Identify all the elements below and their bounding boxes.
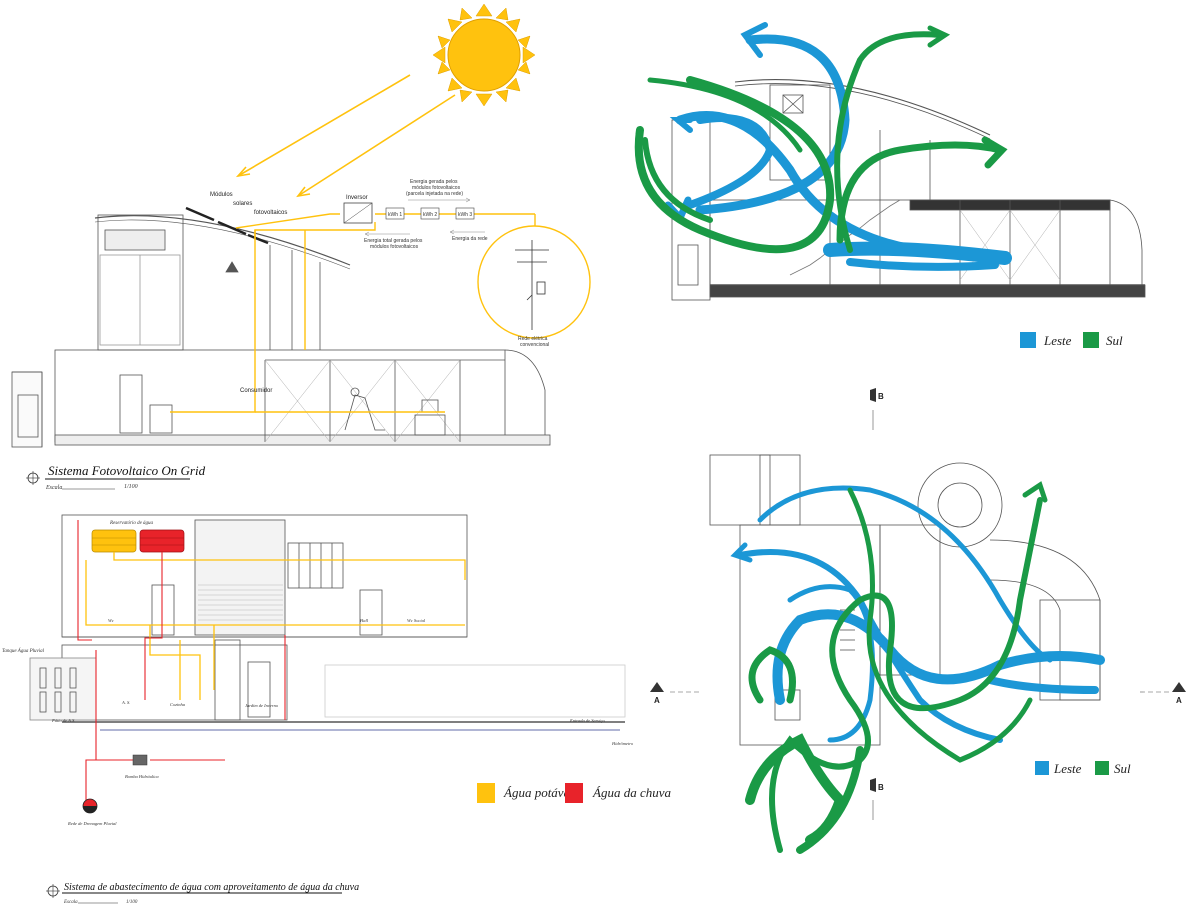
label-energy-injected-3: (parcela injetada na rede) bbox=[406, 191, 463, 197]
water-section: Reservatório de água Tanque Água Pluvial… bbox=[2, 514, 671, 905]
label-energy-injected-2: módulos fotovoltaicos bbox=[412, 185, 461, 191]
solar-house-section bbox=[11, 214, 551, 448]
water-house-section bbox=[29, 514, 626, 723]
label-entry: Entrada de Serviço bbox=[569, 718, 605, 723]
section-cut-b-marker: B bbox=[870, 388, 884, 430]
label-reservoir: Reservatório de água bbox=[109, 521, 154, 526]
ventilation-plan: A A B bbox=[650, 454, 1186, 854]
potable-water-tank-icon bbox=[91, 529, 137, 553]
label-kwh1: kWh 1 bbox=[388, 212, 402, 218]
label-hall: Hall bbox=[359, 618, 369, 623]
legend-rain-label: Água da chuva bbox=[592, 785, 671, 800]
solar-wiring bbox=[170, 213, 536, 413]
ventilation-section-legend: Leste Sul bbox=[1020, 332, 1123, 348]
plan-legend-east-label: Leste bbox=[1053, 761, 1082, 776]
label-kwh2: kWh 2 bbox=[423, 212, 437, 218]
sun-ray-lines bbox=[235, 74, 456, 198]
label-as: A. S. bbox=[121, 700, 130, 705]
solar-scale-value: 1/100 bbox=[124, 484, 138, 490]
label-drain: Rede de Drenagem Pluvial bbox=[67, 821, 117, 826]
south-wind-flow-lines bbox=[634, 25, 1008, 254]
solar-panel-icon bbox=[185, 206, 269, 245]
label-energy-total-1: Energia total gerada pelos bbox=[364, 238, 423, 244]
legend-south-swatch bbox=[1083, 332, 1099, 348]
label-modules-3: fotovoltaicos bbox=[254, 210, 287, 216]
solar-scale-label: Escala bbox=[45, 485, 62, 491]
legend-east-swatch bbox=[1020, 332, 1036, 348]
label-grid-2: convencional bbox=[520, 342, 549, 348]
label-kwh3: kWh 3 bbox=[458, 212, 472, 218]
water-title: Sistema de abastecimento de água com apr… bbox=[64, 882, 359, 893]
label-wc-social: Wc Social bbox=[407, 618, 426, 623]
label-inverter: Inversor bbox=[346, 195, 368, 201]
solar-section: Módulos solares fotovoltaicos Inversor k… bbox=[11, 3, 591, 491]
label-hydrometer: Hidrômetro bbox=[611, 741, 634, 746]
label-cozinha: Cozinha bbox=[170, 702, 186, 707]
drain-icon bbox=[82, 798, 98, 814]
water-title-block: Sistema de abastecimento de água com apr… bbox=[46, 882, 359, 905]
label-consumer: Consumidor bbox=[240, 388, 272, 394]
label-patio: Pátio de A.S. bbox=[51, 718, 75, 723]
label-wc: Wc bbox=[108, 618, 114, 623]
section-cut-a-label-left: A bbox=[654, 696, 660, 705]
grid-connection-detail bbox=[477, 225, 591, 339]
solar-title: Sistema Fotovoltaico On Grid bbox=[48, 463, 206, 478]
section-cut-a-label-right: A bbox=[1176, 696, 1182, 705]
legend-potable-label: Água potável bbox=[503, 785, 573, 800]
ventilation-plan-legend: Leste Sul bbox=[1035, 761, 1131, 776]
section-cut-a-markers: A A bbox=[650, 682, 1186, 705]
water-legend: Água potável Água da chuva bbox=[477, 783, 671, 803]
legend-potable-swatch bbox=[477, 783, 495, 803]
south-wind-plan-flow-lines bbox=[745, 481, 1048, 854]
pump-icon bbox=[132, 754, 148, 766]
section-cut-b-plan-marker: B bbox=[870, 778, 884, 820]
label-energy-injected-1: Energia gerada pelos bbox=[410, 179, 458, 185]
water-scale-value: 1/100 bbox=[126, 900, 138, 905]
section-cut-b-label: B bbox=[878, 392, 884, 401]
plan-legend-south-swatch bbox=[1095, 761, 1109, 775]
label-jardim: Jardim de Inverno bbox=[245, 703, 279, 708]
ventilation-section: B Leste Sul bbox=[634, 22, 1146, 430]
water-scale-label: Escala bbox=[63, 900, 78, 905]
label-energy-grid: Energia da rede bbox=[452, 236, 488, 242]
label-pump: Bomba Hidráulica bbox=[125, 774, 159, 779]
label-modules-2: solares bbox=[233, 201, 252, 207]
plan-legend-south-label: Sul bbox=[1114, 761, 1131, 776]
label-grid-1: Rede elétrica bbox=[518, 336, 548, 342]
label-rain-tank: Tanque Água Pluvial bbox=[2, 648, 45, 654]
solar-title-block: Sistema Fotovoltaico On Grid Escala 1/10… bbox=[26, 463, 206, 491]
rain-water-pipes bbox=[77, 520, 286, 800]
legend-rain-swatch bbox=[565, 783, 583, 803]
rain-water-tank-icon bbox=[139, 529, 185, 553]
legend-south-label: Sul bbox=[1106, 333, 1123, 348]
plan-legend-east-swatch bbox=[1035, 761, 1049, 775]
energy-arrows bbox=[364, 197, 485, 237]
section-cut-b-plan-label: B bbox=[878, 783, 884, 792]
inverter-icon bbox=[343, 202, 373, 224]
legend-east-label: Leste bbox=[1043, 333, 1072, 348]
sun-icon bbox=[432, 3, 536, 107]
label-modules-1: Módulos bbox=[210, 192, 233, 198]
kwh-meters bbox=[385, 207, 475, 220]
label-energy-total-2: módulos fotovoltaicos bbox=[370, 244, 419, 250]
potable-water-pipes bbox=[85, 552, 466, 700]
